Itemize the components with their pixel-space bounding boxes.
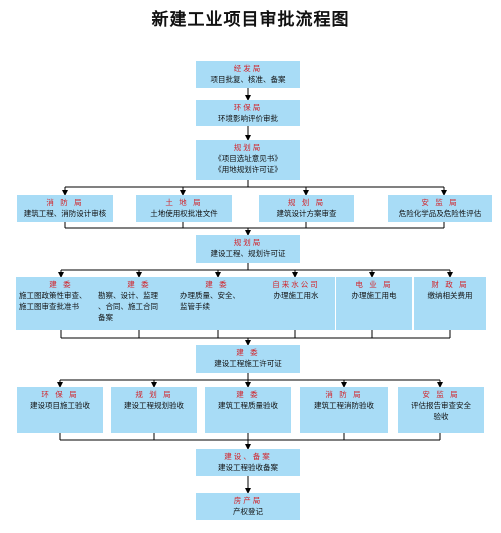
box-huanbao: 环保局 环境影响评价审批 (196, 100, 300, 126)
box-line: 验收 (433, 412, 449, 421)
box-line: 建筑工程质量验收 (218, 401, 278, 410)
box-head: 建 委 (49, 280, 73, 289)
box-line: 环境影响评价审批 (218, 114, 278, 123)
box-head: 规 划 局 (135, 390, 173, 399)
box-line: 建设工程规划验收 (124, 401, 184, 410)
box-line: 办理施工用电 (351, 291, 397, 300)
box-xiaofang-review: 消 防 局 建筑工程、消防设计审核 (17, 195, 113, 222)
box-line: 备案 (98, 313, 113, 322)
box-head: 房产局 (233, 496, 263, 505)
box-head: 消 防 局 (325, 390, 363, 399)
box-anjian-accept: 安 监 局 评估报告审查安全 验收 (398, 387, 484, 433)
box-guihua-design: 规 划 局 建筑设计方案审查 (259, 195, 354, 222)
box-line: 建筑工程消防验收 (314, 401, 374, 410)
box-line: 办理质量、安全、 (180, 291, 240, 300)
box-head: 财 政 局 (431, 280, 469, 289)
box-head: 安 监 局 (422, 390, 460, 399)
box-anjian-assess: 安 监 局 危险化学品及危险性评估 (388, 195, 492, 222)
box-line: 建设工程验收备案 (218, 463, 278, 472)
page-title: 新建工业项目审批流程图 (151, 10, 350, 30)
box-line: 、合同、施工合同 (98, 302, 158, 311)
box-line: 建设工程、规划许可证 (210, 249, 286, 258)
box-water: 自来水公司 办理施工用水 (257, 277, 335, 330)
box-head: 建设、备案 (224, 452, 272, 461)
box-line: 办理施工用水 (273, 291, 319, 300)
box-line: 建筑设计方案审查 (276, 209, 337, 218)
box-filing: 建设、备案 建设工程验收备案 (196, 449, 300, 476)
box-head: 自来水公司 (272, 280, 320, 289)
box-head: 环 保 局 (41, 390, 79, 399)
box-jianwei-accept: 建 委 建筑工程质量验收 (205, 387, 291, 433)
box-jianwei-contract: 建 委 勘察、设计、监理 、合同、施工合同 备案 (95, 277, 183, 330)
box-jingfa: 经发局 项目批复、核准、备案 (196, 61, 300, 88)
box-head: 土 地 局 (165, 198, 203, 207)
box-property: 房产局 产权登记 (196, 493, 300, 520)
box-head: 经发局 (233, 64, 263, 73)
box-head: 建 委 (236, 390, 260, 399)
box-line: 勘察、设计、监理 (98, 291, 158, 300)
box-xiaofang-accept: 消 防 局 建筑工程消防验收 (300, 387, 388, 433)
box-line: 建设项目施工验收 (30, 401, 90, 410)
box-line: 监管手续 (180, 302, 210, 311)
box-guihua-accept: 规 划 局 建设工程规划验收 (111, 387, 197, 433)
box-line: 评估报告审查安全 (411, 401, 471, 410)
box-guihua-1: 规划局 《项目选址意见书》 《用地规划许可证》 (196, 140, 300, 180)
box-line: 建筑工程、消防设计审核 (23, 209, 107, 218)
box-line: 危险化学品及危险性评估 (398, 209, 482, 218)
box-line: 产权登记 (233, 507, 263, 516)
box-head: 建 委 (236, 348, 260, 357)
box-head: 规划局 (233, 143, 263, 152)
box-line: 《项目选址意见书》 (214, 154, 282, 163)
box-finance: 财 政 局 缴纳相关费用 (414, 277, 486, 330)
box-head: 规 划 局 (287, 198, 326, 207)
box-jianwei-permit: 建 委 建设工程施工许可证 (196, 345, 300, 373)
box-line: 建设工程施工许可证 (214, 359, 282, 368)
box-head: 安 监 局 (421, 198, 459, 207)
box-jianwei-quality: 建 委 办理质量、安全、 监管手续 (177, 277, 257, 330)
box-head: 电 业 局 (355, 280, 393, 289)
box-line: 缴纳相关费用 (427, 291, 473, 300)
box-power: 电 业 局 办理施工用电 (336, 277, 412, 330)
box-line: 《用地规划许可证》 (214, 165, 282, 174)
box-head: 建 委 (205, 280, 229, 289)
box-tudi: 土 地 局 土地使用权批准文件 (136, 195, 232, 222)
box-line: 施工图政策性审查、 (19, 291, 87, 300)
box-guihua-2: 规划局 建设工程、规划许可证 (196, 235, 300, 263)
box-line: 土地使用权批准文件 (150, 209, 218, 218)
box-head: 环保局 (233, 103, 263, 112)
box-head: 消 防 局 (46, 198, 84, 207)
box-head: 规划局 (233, 238, 263, 247)
box-huanbao-accept: 环 保 局 建设项目施工验收 (17, 387, 103, 433)
box-head: 建 委 (127, 280, 151, 289)
box-jianwei-drawing: 建 委 施工图政策性审查、 施工图审查批准书 (16, 277, 106, 330)
box-line: 施工图审查批准书 (19, 302, 79, 311)
box-line: 项目批复、核准、备案 (210, 75, 286, 84)
